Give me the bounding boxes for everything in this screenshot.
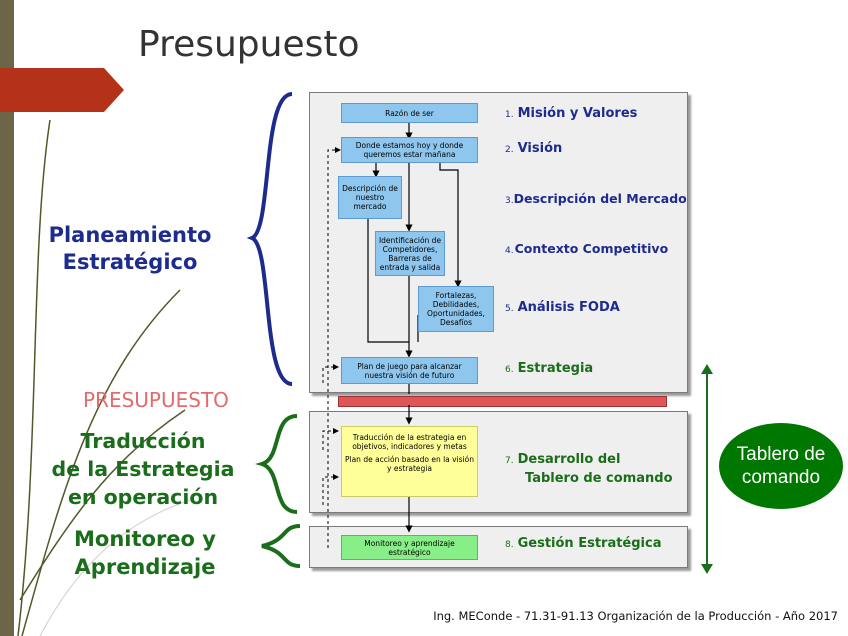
footer-credit: Ing. MEConde - 71.31-91.13 Organización … — [433, 609, 838, 623]
step-3: 3.Descripción del Mercado — [505, 191, 687, 206]
monitoring-brace — [261, 524, 301, 568]
planning-brace — [246, 92, 293, 386]
translation-brace — [255, 414, 298, 514]
box-plan-accion-text: Plan de acción basado en la visión y est… — [344, 455, 475, 473]
left-accent-bar — [0, 0, 14, 636]
step-6: 6.Estrategia — [505, 361, 594, 376]
box-descripcion-mercado: Descripción de nuestro mercado — [338, 176, 402, 219]
box-traduccion: Traducción de la estrategia en objetivos… — [341, 426, 478, 497]
red-tab-shape — [0, 68, 124, 112]
box-donde-estamos: Donde estamos hoy y donde queremos estar… — [341, 137, 478, 163]
box-traduccion-text: Traducción de la estrategia en objetivos… — [352, 433, 467, 451]
step-2: 2.Visión — [505, 141, 563, 156]
decorative-leaves — [17, 119, 191, 636]
budget-bar — [338, 396, 667, 407]
step-4: 4.Contexto Competitivo — [505, 241, 669, 256]
step-5: 5.Análisis FODA — [505, 300, 620, 315]
box-identificacion: Identificación de Competidores, Barreras… — [375, 231, 445, 276]
step-7: 7.Desarrollo del Tablero de comando — [505, 452, 673, 486]
box-fortalezas: Fortalezas, Debilidades, Oportunidades, … — [418, 286, 494, 332]
step-8: 8.Gestión Estratégica — [505, 536, 662, 551]
box-razon-de-ser: Razón de ser — [341, 103, 478, 123]
planning-panel — [309, 92, 688, 393]
slide-title: Presupuesto — [138, 24, 360, 65]
box-plan-de-juego: Plan de juego para alcanzar nuestra visi… — [341, 357, 478, 384]
step-1: 1.Misión y Valores — [505, 106, 638, 121]
box-monitoreo: Monitoreo y aprendizaje estratégico — [341, 535, 478, 560]
phase-budget-label: PRESUPUESTO — [83, 388, 229, 412]
